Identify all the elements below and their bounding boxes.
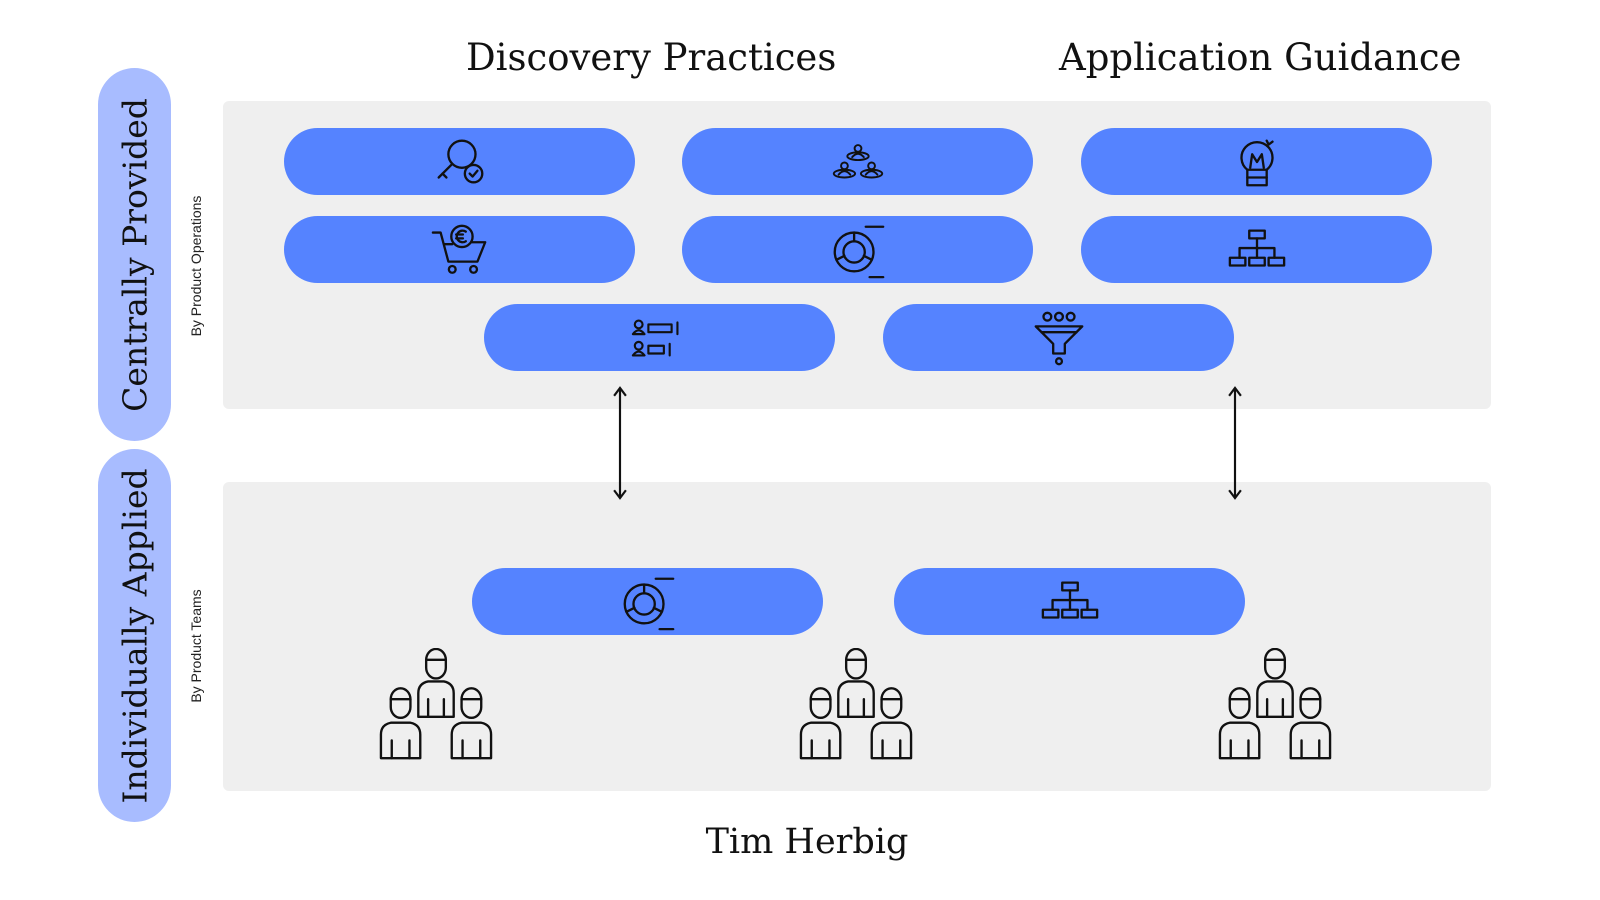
- team-icon: [379, 648, 493, 760]
- row-label-centrally-provided: Centrally Provided: [98, 68, 171, 441]
- connector-arrow-right: [1228, 386, 1242, 500]
- author-credit: Tim Herbig: [705, 822, 909, 862]
- guidance-pill-funnel: [883, 304, 1234, 371]
- cycle-gauge-icon: [833, 225, 884, 278]
- sub-label-product-teams-text: By Product Teams: [188, 589, 204, 703]
- column-title-application-guidance: Application Guidance: [1059, 36, 1462, 79]
- people-network-icon: [832, 143, 883, 178]
- guidance-pill-org-chart: [1081, 216, 1432, 283]
- connector-arrow-left: [613, 386, 627, 500]
- individual-panel: [223, 482, 1491, 791]
- team-icon: [1218, 648, 1332, 760]
- applied-pill-org-chart: [894, 568, 1245, 635]
- guidance-pill-lightbulb: [1081, 128, 1432, 195]
- practice-pill-euro-cart: [284, 216, 635, 283]
- search-check-icon: [437, 139, 483, 184]
- team-icon: [799, 648, 913, 760]
- cycle-gauge-icon: [623, 577, 674, 630]
- user-bars-icon: [631, 318, 679, 357]
- column-title-discovery-practices: Discovery Practices: [466, 36, 837, 79]
- row-label-individually-applied-text: Individually Applied: [115, 467, 154, 804]
- funnel-icon: [1034, 311, 1083, 365]
- org-chart-icon: [1041, 580, 1098, 619]
- sub-label-product-operations-text: By Product Operations: [188, 195, 204, 337]
- org-chart-icon: [1228, 228, 1285, 267]
- lightbulb-icon: [1239, 139, 1274, 186]
- practice-pill-cycle-gauge: [682, 216, 1033, 283]
- practice-pill-people-network: [682, 128, 1033, 195]
- row-label-individually-applied: Individually Applied: [98, 449, 171, 822]
- euro-cart-icon: [431, 224, 486, 274]
- practice-pill-search-check: [284, 128, 635, 195]
- applied-pill-cycle-gauge: [472, 568, 823, 635]
- row-label-centrally-provided-text: Centrally Provided: [115, 97, 154, 412]
- practice-pill-user-bars: [484, 304, 835, 371]
